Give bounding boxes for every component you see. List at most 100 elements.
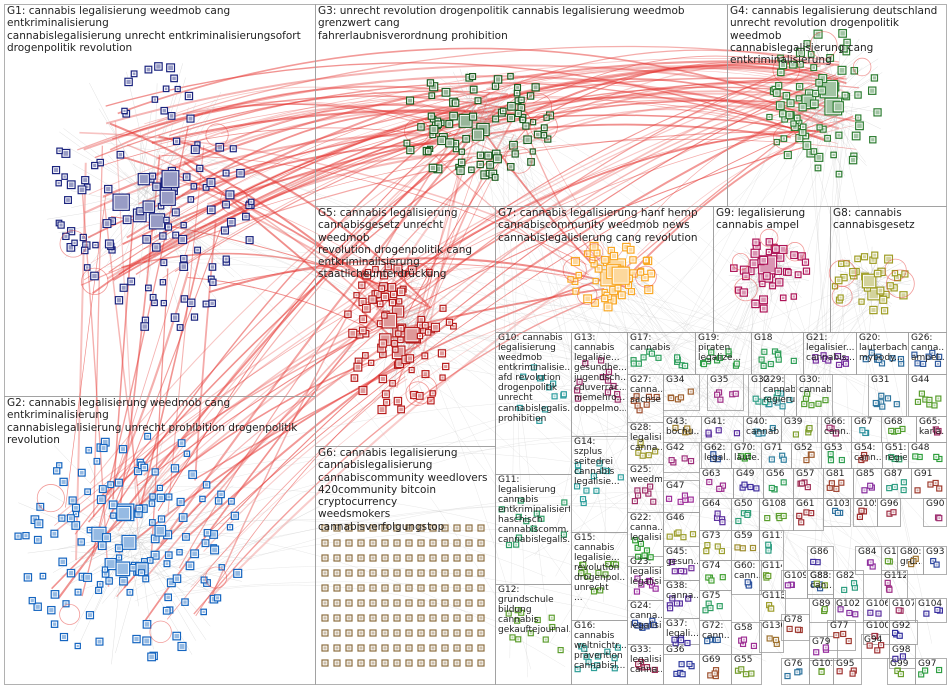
- node-g11: [533, 510, 540, 517]
- node-g88: [813, 580, 820, 587]
- node-g2-avatar: [97, 589, 101, 592]
- node-g25-avatar: [644, 489, 647, 492]
- node-g23: [652, 585, 659, 592]
- node-g1-avatar: [118, 152, 123, 157]
- node-g58: [740, 636, 748, 643]
- node-g26-avatar: [913, 353, 916, 356]
- node-g19-avatar: [710, 351, 713, 354]
- node-g6: [429, 554, 437, 562]
- node-g29-avatar: [781, 405, 784, 408]
- node-g48-avatar: [918, 455, 921, 458]
- edge-link: [194, 222, 217, 481]
- node-g1-avatar: [162, 261, 166, 265]
- node-g8-avatar: [903, 272, 907, 276]
- node-g32-avatar: [764, 401, 767, 404]
- node-g10: [516, 404, 523, 412]
- node-g4: [838, 29, 848, 38]
- node-g16-avatar: [606, 650, 609, 653]
- node-g4-avatar: [828, 56, 832, 60]
- node-g5: [359, 315, 368, 324]
- node-g1-avatar: [181, 264, 187, 269]
- node-g6: [357, 644, 365, 652]
- node-g49-avatar: [749, 486, 752, 489]
- node-g3-avatar: [525, 137, 530, 142]
- node-g6-avatar: [443, 646, 447, 650]
- node-g2-avatar: [99, 543, 105, 548]
- node-g1-avatar: [124, 217, 130, 223]
- node-g5: [421, 321, 429, 329]
- node-g10-avatar: [562, 393, 565, 396]
- node-g5-avatar: [406, 329, 418, 341]
- edge-spoke: [812, 100, 877, 113]
- node-g81: [833, 485, 840, 492]
- node-g3-avatar: [478, 162, 482, 167]
- node-g2-avatar: [41, 574, 45, 578]
- node-g3: [518, 96, 525, 104]
- node-g35: [714, 391, 721, 398]
- node-g7-avatar: [594, 280, 597, 283]
- node-g6-avatar: [407, 571, 411, 575]
- node-g88: [821, 582, 828, 589]
- node-g35-avatar: [731, 393, 734, 396]
- node-g1-avatar: [66, 198, 70, 202]
- node-g7: [629, 256, 637, 264]
- node-g5: [379, 271, 389, 280]
- node-g12-avatar: [516, 619, 519, 622]
- node-g5-avatar: [360, 299, 365, 304]
- node-g7-avatar: [649, 271, 653, 276]
- node-g5: [362, 352, 369, 359]
- node-g16-avatar: [613, 667, 616, 670]
- node-g6: [465, 599, 473, 607]
- edge-link-minor: [379, 349, 656, 372]
- node-g22: [634, 544, 641, 551]
- node-g11-avatar: [535, 512, 538, 515]
- node-g3-avatar: [429, 114, 433, 118]
- node-g26: [936, 353, 943, 360]
- node-g6: [453, 629, 461, 637]
- node-g7-avatar: [586, 252, 589, 255]
- node-g2-avatar: [36, 537, 40, 542]
- node-g4-avatar: [804, 134, 808, 138]
- node-g2-avatar: [140, 571, 143, 575]
- node-g6: [321, 554, 329, 562]
- node-g9-avatar: [777, 280, 782, 285]
- node-g3-avatar: [494, 151, 499, 157]
- node-g6: [429, 539, 437, 547]
- node-g33-avatar: [653, 668, 656, 671]
- node-g9-avatar: [780, 247, 786, 252]
- node-g4: [783, 150, 792, 160]
- node-g2-avatar: [60, 516, 64, 520]
- node-g4: [832, 101, 844, 113]
- node-g3: [529, 119, 537, 126]
- node-g6: [429, 629, 437, 637]
- node-g5: [368, 359, 375, 366]
- node-g7: [609, 251, 619, 261]
- group-box-g100: [863, 620, 890, 645]
- node-g28-avatar: [641, 454, 644, 457]
- edge-link: [117, 47, 816, 115]
- node-g6: [381, 614, 389, 622]
- node-g5-avatar: [439, 351, 444, 356]
- node-g10: [536, 417, 543, 424]
- node-g2: [177, 439, 186, 447]
- edge-spoke: [135, 188, 222, 261]
- node-g6-avatar: [419, 571, 423, 575]
- node-g1: [66, 242, 76, 252]
- node-g18-avatar: [776, 354, 779, 357]
- node-g75: [707, 604, 714, 612]
- node-g9: [784, 269, 792, 276]
- node-g59: [749, 544, 757, 552]
- node-g69: [711, 670, 718, 677]
- node-g84-avatar: [871, 565, 874, 568]
- node-g20-avatar: [870, 351, 873, 354]
- node-g108: [780, 512, 787, 520]
- node-g85-avatar: [863, 489, 866, 492]
- node-g3-avatar: [460, 150, 463, 153]
- node-g6: [441, 614, 449, 622]
- node-g7: [601, 295, 609, 303]
- node-g8: [834, 276, 843, 285]
- node-g10: [520, 373, 527, 380]
- node-g8: [876, 286, 885, 295]
- node-g3: [468, 166, 475, 174]
- edge-link-minor: [503, 126, 506, 390]
